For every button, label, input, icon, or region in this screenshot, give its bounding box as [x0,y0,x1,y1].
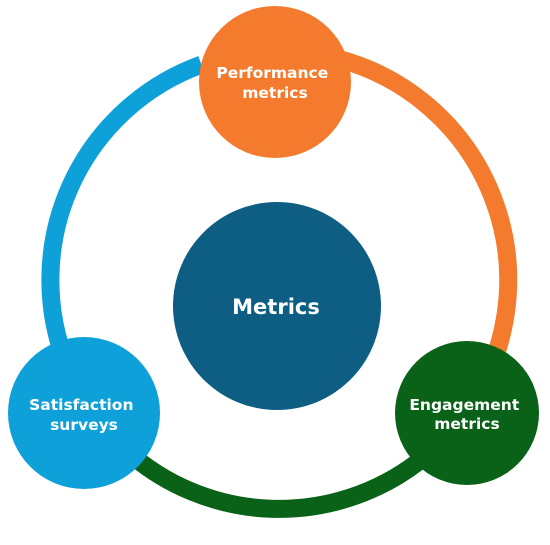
arc-satisfaction-to-performance [41,56,205,367]
center-node: Metrics [173,202,381,410]
engagement-metrics-label-line-1: Engagement [409,396,519,414]
satisfaction-surveys-label-line-2: surveys [50,416,118,434]
engagement-metrics-circle [395,341,539,485]
engagement-metrics-label: Engagement metrics [409,396,524,433]
satisfaction-surveys-label-line-1: Satisfaction [29,396,133,414]
satisfaction-surveys-label: Satisfaction surveys [29,396,139,434]
arc-performance-to-engagement [337,50,518,409]
arc-engagement-to-satisfaction [120,444,424,518]
performance-metrics-circle [199,6,351,158]
performance-metrics-label: Performance metrics [216,64,333,102]
satisfaction-surveys-circle [8,337,160,489]
performance-metrics-label-line-1: Performance [216,64,328,82]
engagement-metrics-label-line-2: metrics [434,415,499,433]
performance-metrics-label-line-2: metrics [242,84,307,102]
center-label: Metrics [232,295,320,319]
node-satisfaction-surveys: Satisfaction surveys [8,337,160,489]
node-performance-metrics: Performance metrics [199,6,351,158]
center-circle [173,202,381,410]
node-engagement-metrics: Engagement metrics [395,341,539,485]
